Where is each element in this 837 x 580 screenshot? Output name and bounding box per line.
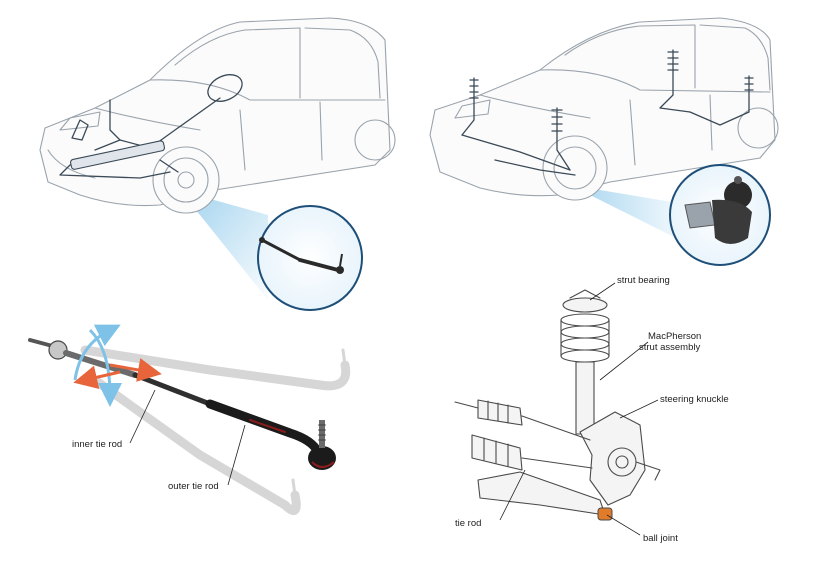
steering-car-illustration — [39, 17, 396, 300]
tie-rod-zoom-icon — [257, 205, 363, 311]
rear-strut — [659, 49, 754, 126]
front-left-strut — [461, 77, 479, 136]
label-outer-tie-rod: outer tie rod — [168, 481, 219, 492]
label-strut-assembly: strut assembly — [639, 342, 700, 353]
strut-tube — [575, 361, 595, 435]
front-right-strut — [551, 107, 571, 171]
tie-rod-stud — [319, 420, 325, 448]
label-steering-knuckle: steering knuckle — [660, 394, 729, 405]
label-tie-rod: tie rod — [455, 518, 481, 529]
lower-control-arm — [477, 471, 606, 516]
label-ball-joint: ball joint — [643, 533, 678, 544]
tie-rod-illustration — [28, 324, 351, 516]
cv-boot-lower — [471, 434, 523, 471]
outer-tie-rod-body — [205, 399, 323, 457]
zoom-beam — [178, 190, 268, 300]
cv-boot-upper — [477, 399, 523, 426]
label-strut-bearing: strut bearing — [617, 275, 670, 286]
macpherson-strut-illustration — [454, 282, 661, 536]
motion-arrow-left — [73, 365, 121, 390]
ball-joint-zoom-icon — [669, 164, 771, 266]
strut-bearing — [562, 297, 608, 313]
inner-ball-socket — [48, 340, 68, 360]
ball-joint — [597, 507, 613, 521]
label-inner-tie-rod: inner tie rod — [72, 439, 122, 450]
zoom-beam — [570, 185, 690, 245]
label-macpherson: MacPherson — [648, 331, 701, 342]
suspension-car-illustration — [429, 17, 779, 245]
motion-arrow-right — [109, 358, 162, 382]
coil-spring — [560, 313, 610, 363]
motion-arrow-down — [88, 328, 122, 407]
